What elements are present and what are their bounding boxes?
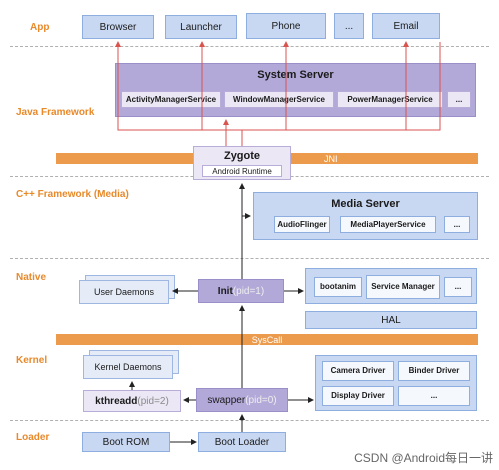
binder-driver: Binder Driver (398, 361, 470, 381)
kthreadd-pid: (pid=2) (137, 395, 169, 407)
media-server-more: ... (444, 216, 470, 233)
app-box-browser: Browser (82, 15, 154, 39)
init-name: Init (217, 285, 233, 297)
swapper-pid: (pid=0) (245, 394, 277, 406)
syscall-label: SysCall (251, 334, 283, 345)
init-pid: (pid=1) (232, 285, 265, 297)
kthreadd-box: kthreadd (pid=2) (83, 390, 181, 412)
jni-label: JNI (324, 153, 338, 164)
layer-separator (10, 46, 489, 47)
native-services-box: bootanim Service Manager ... (305, 268, 477, 304)
service-manager-box: Service Manager (366, 275, 440, 299)
power-manager-service: PowerManagerService (337, 91, 443, 108)
zygote-box: Zygote Android Runtime (193, 146, 291, 180)
layer-separator (10, 258, 489, 259)
camera-driver: Camera Driver (322, 361, 394, 381)
layer-label-loader: Loader (16, 432, 50, 443)
app-box-email: Email (372, 13, 440, 39)
display-driver: Display Driver (322, 386, 394, 406)
app-box-more: ... (334, 13, 364, 39)
boot-flow-arrows (129, 183, 314, 445)
system-server-box: System Server ActivityManagerService Win… (115, 63, 476, 117)
hal-box: HAL (305, 311, 477, 329)
media-server-box: Media Server AudioFlinger MediaPlayerSer… (253, 192, 478, 240)
boot-rom-box: Boot ROM (82, 432, 170, 452)
swapper-name: swapper (207, 394, 246, 406)
watermark: CSDN @Android每日一讲 (354, 451, 493, 465)
zygote-fork-lines (115, 41, 441, 146)
init-box: Init (pid=1) (198, 279, 284, 303)
kernel-daemons-box: Kernel Daemons (83, 355, 173, 379)
layer-label-app: App (30, 22, 50, 33)
layer-label-cpp-framework: C++ Framework (Media) (16, 189, 129, 200)
swapper-box: swapper (pid=0) (196, 388, 288, 412)
layer-label-java-framework: Java Framework (16, 107, 95, 118)
drivers-box: Camera Driver Binder Driver Display Driv… (315, 355, 477, 411)
activity-manager-service: ActivityManagerService (121, 91, 221, 108)
window-manager-service: WindowManagerService (224, 91, 334, 108)
android-runtime-label: Android Runtime (202, 165, 282, 177)
system-server-more: ... (447, 91, 471, 108)
kthreadd-name: kthreadd (95, 395, 138, 407)
app-box-phone: Phone (246, 13, 326, 39)
native-more-box: ... (444, 277, 472, 297)
boot-loader-box: Boot Loader (198, 432, 286, 452)
user-daemons-box: User Daemons (79, 280, 169, 304)
drivers-more: ... (398, 386, 470, 406)
media-player-service: MediaPlayerService (340, 216, 436, 233)
app-box-launcher: Launcher (165, 15, 237, 39)
bootanim-box: bootanim (314, 277, 362, 297)
syscall-bar: SysCall (56, 334, 478, 345)
media-server-title: Media Server (331, 198, 400, 210)
system-server-title: System Server (257, 69, 334, 81)
layer-label-native: Native (16, 272, 47, 283)
audio-flinger: AudioFlinger (274, 216, 330, 233)
layer-separator (10, 420, 489, 421)
layer-label-kernel: Kernel (16, 355, 48, 366)
zygote-title: Zygote (223, 150, 261, 162)
